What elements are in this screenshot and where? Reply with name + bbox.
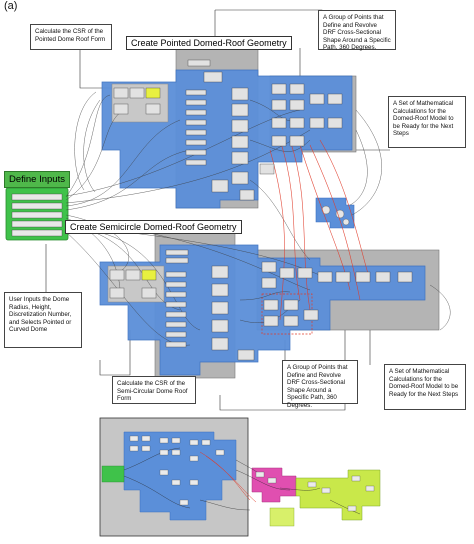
overview-small-lime	[269, 507, 295, 527]
title-pointed-dome: Create Pointed Domed-Roof Geometry	[126, 36, 292, 50]
overview-blue-cluster	[123, 431, 237, 521]
overview-wires	[123, 447, 361, 515]
overview-nodes	[129, 435, 375, 512]
callout-math-semicircle: A Set of Mathematical Calculations for t…	[384, 364, 466, 410]
red-wires	[269, 139, 371, 321]
callout-user-inputs: User Inputs the Dome Radius, Height, Dis…	[4, 292, 82, 348]
define-inputs-sliders	[11, 193, 63, 237]
mid-right-nodes	[321, 205, 350, 226]
semicircle-components	[109, 249, 413, 361]
callout-points-semicircle: A Group of Points that Define and Revolv…	[282, 360, 358, 409]
overview-lime-cluster	[295, 469, 381, 521]
callout-points-pointed: A Group of Points that Define and Revolv…	[318, 10, 396, 51]
figure-label: (a)	[4, 0, 18, 12]
overview-green-block	[101, 465, 125, 483]
title-semicircle-dome: Create Semicircle Domed-Roof Geometry	[65, 220, 242, 234]
define-inputs-title: Define Inputs	[4, 171, 70, 188]
callout-csr-pointed: Calculate the CSR of the Pointed Dome Ro…	[30, 24, 112, 50]
callout-math-pointed: A Set of Mathematical Calculations for t…	[388, 96, 466, 148]
overview-red-wires	[199, 451, 257, 503]
pointed-components	[113, 59, 343, 201]
callout-csr-semicircle: Calculate the CSR of the Semi-Circular D…	[112, 376, 196, 404]
